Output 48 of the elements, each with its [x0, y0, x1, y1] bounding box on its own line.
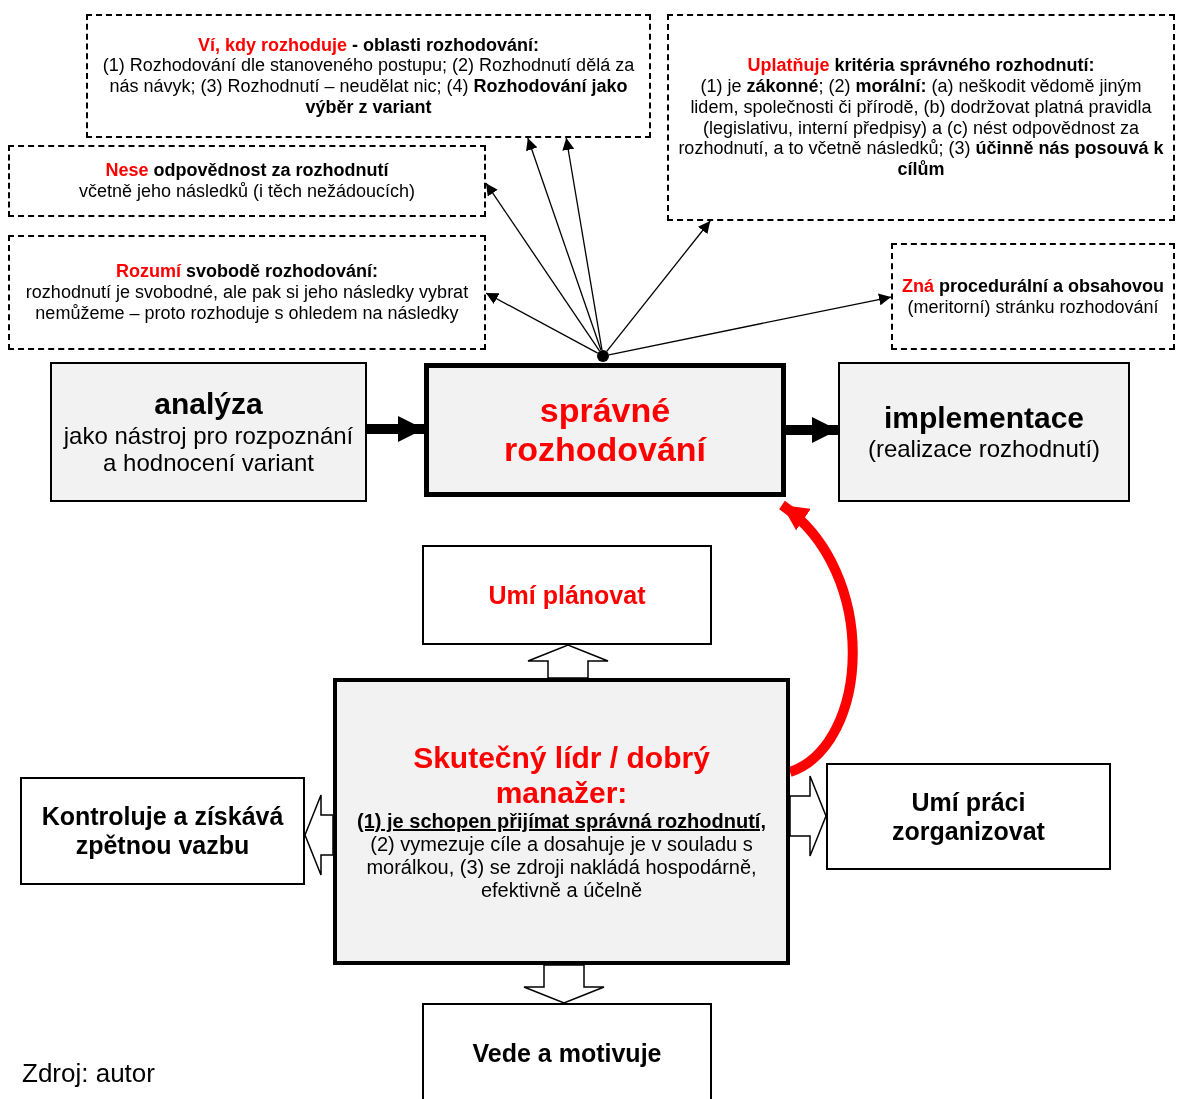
block-arrow [523, 964, 605, 1004]
node-heading: Vede a motivuje [472, 1038, 662, 1068]
node-heading: Uplatňuje kritéria správného rozhodnutí: [747, 55, 1095, 77]
arrow [608, 293, 892, 356]
process-box [333, 678, 790, 965]
arrow [562, 137, 603, 351]
arrow [786, 417, 838, 443]
note-box [8, 235, 486, 350]
node-heading: Nese odpovědnost za rozhodnutí [105, 160, 389, 181]
process-box [422, 1003, 712, 1099]
node-heading: Umí práci zorganizovat [891, 787, 1046, 846]
node-text: jako nástroj pro rozpoznání a hodnocení variant [62, 421, 355, 477]
junction-dot [597, 350, 609, 362]
note-box [667, 14, 1175, 221]
node-text: včetně jeho následků (i těch nežádoucích) [78, 181, 416, 202]
process-box [50, 362, 367, 502]
arrow [606, 220, 711, 352]
node-text: rozhodnutí je svobodné, ale pak si jeho následky vybrat nemůžeme – proto rozhoduje s ohledem na následky [24, 282, 470, 324]
node-heading: implementace [883, 400, 1085, 436]
arrow [485, 292, 599, 354]
process-box [838, 362, 1130, 502]
node-heading: Umí plánovat [488, 580, 646, 610]
node-text: (1) je schopen přijímat správná rozhodnutí, (2) vymezuje cíle a dosahuje je v souladu s morálkou, (3) se zdroji nakládá hospodárně, efektivně a účelně [356, 810, 767, 902]
block-arrow [527, 644, 609, 679]
process-box [20, 777, 305, 885]
note-box [86, 14, 651, 138]
process-box [424, 363, 786, 497]
note-box [891, 243, 1175, 350]
arrow [485, 182, 601, 352]
arrow [367, 416, 424, 442]
node-text: (1) je zákonné; (2) morální: (a) neškodit vědomě jiným lidem, společnosti či přírodě, (b) dodržovat platná pravidla (legislativu, interní předpisy) a (c) nést odpovědnost za rozhodnutí, a to včetně následků; (3) účinně nás posouvá k cílům [677, 76, 1165, 180]
node-heading: Skutečný lídr / dobrý manažer: [412, 741, 711, 810]
node-text: (1) Rozhodování dle stanoveného postupu; (2) Rozhodnutí dělá za nás návyk; (3) Rozhodnutí – neudělat nic; (4) Rozhodování jako výběr z variant [101, 55, 636, 118]
block-arrow [304, 794, 334, 876]
node-heading: Zná procedurální a obsahovou [901, 275, 1165, 297]
node-heading: správné rozhodování [502, 390, 708, 470]
source-caption: Zdroj: autor [22, 1058, 155, 1089]
node-heading: analýza [154, 387, 263, 422]
arrow [526, 137, 602, 351]
process-box [422, 545, 712, 645]
process-box [826, 763, 1111, 870]
node-text: (meritorní) stránku rozhodování [907, 296, 1159, 318]
node-text: (realizace rozhodnutí) [867, 435, 1101, 464]
note-box [8, 145, 486, 217]
block-arrow [789, 775, 827, 857]
node-heading: Kontroluje a získává zpětnou vazbu [40, 802, 285, 860]
node-heading: Ví, kdy rozhoduje - oblasti rozhodování: [198, 34, 539, 56]
node-heading: Rozumí svobodě rozhodování: [116, 261, 378, 283]
